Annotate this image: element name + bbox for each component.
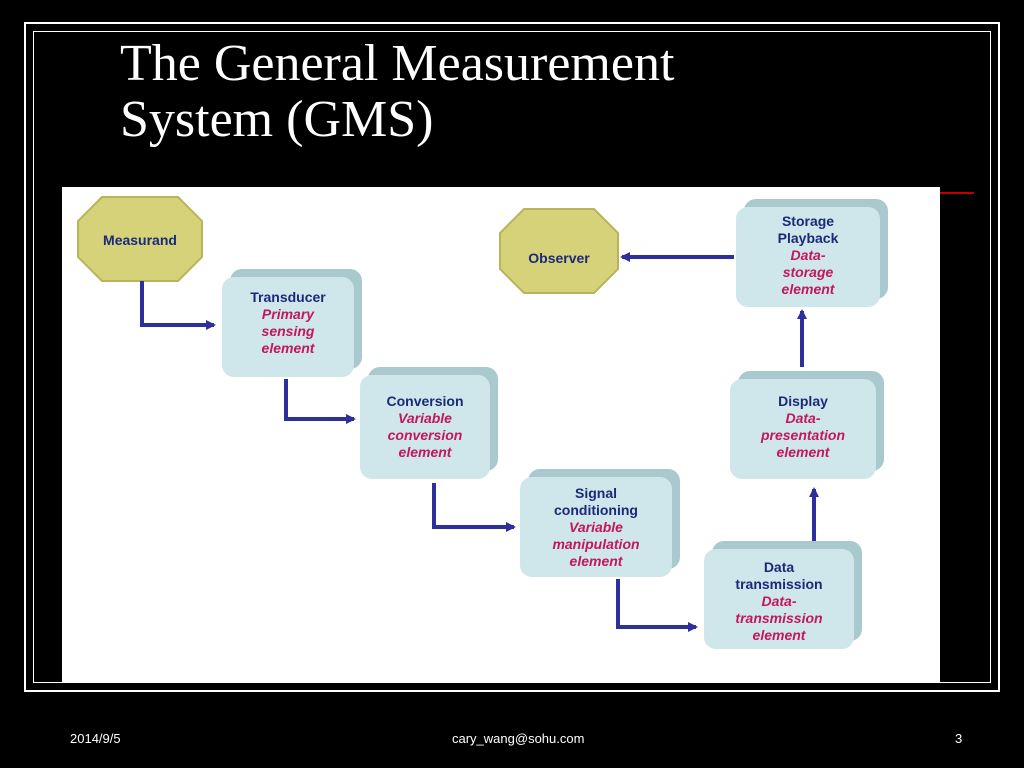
signal-line-1: Variable <box>569 519 623 535</box>
measurand-octagon <box>77 196 203 282</box>
transmission-line-3: element <box>752 627 806 643</box>
signal-line-3: element <box>569 553 623 569</box>
storage-playback-box: Storage Playback Data- storage element <box>736 207 880 307</box>
arrow-measurand-transducer <box>140 281 216 330</box>
transmission-heading-1: Data <box>763 559 795 575</box>
transducer-line-3: element <box>261 340 315 356</box>
arrow-conversion-signal <box>432 483 516 532</box>
signal-heading-1: Signal <box>574 485 617 501</box>
arrow-signal-transmission <box>616 579 698 632</box>
data-transmission-box: Data transmission Data- transmission ele… <box>704 549 854 649</box>
arrow-transducer-conversion <box>284 379 356 424</box>
storage-heading-2: Playback <box>777 230 839 246</box>
observer-label: Observer <box>528 250 590 266</box>
conversion-heading: Conversion <box>386 393 464 409</box>
transmission-line-1: Data- <box>761 593 797 609</box>
footer-email: cary_wang@sohu.com <box>452 731 585 746</box>
accent-line <box>940 192 974 194</box>
display-heading: Display <box>778 393 828 409</box>
signal-line-2: manipulation <box>552 536 640 552</box>
gms-diagram: Measurand Observer Transducer Primary se… <box>62 187 940 683</box>
transmission-heading-2: transmission <box>735 576 823 592</box>
footer-date: 2014/9/5 <box>70 731 121 746</box>
display-line-3: element <box>776 444 830 460</box>
slide-title: The General Measurement System (GMS) <box>120 36 940 148</box>
display-line-2: presentation <box>760 427 845 443</box>
title-line-2: System (GMS) <box>120 91 434 148</box>
transducer-heading: Transducer <box>250 289 326 305</box>
display-line-1: Data- <box>785 410 821 426</box>
measurand-label: Measurand <box>103 232 177 248</box>
transducer-line-1: Primary <box>261 306 315 322</box>
signal-conditioning-box: Signal conditioning Variable manipulatio… <box>520 477 672 577</box>
transducer-box: Transducer Primary sensing element <box>222 277 354 377</box>
footer-page-number: 3 <box>955 731 963 746</box>
conversion-line-2: conversion <box>387 427 463 443</box>
storage-line-1: Data- <box>790 247 826 263</box>
storage-line-3: element <box>781 281 835 297</box>
signal-heading-2: conditioning <box>554 502 638 518</box>
transmission-line-2: transmission <box>735 610 823 626</box>
slide-frame-outer <box>24 22 1000 692</box>
storage-heading-1: Storage <box>781 213 835 229</box>
conversion-line-3: element <box>398 444 452 460</box>
display-box: Display Data- presentation element <box>730 379 876 479</box>
diagram-connectors <box>77 196 819 632</box>
storage-line-2: storage <box>782 264 834 280</box>
title-line-1: The General Measurement <box>120 35 675 92</box>
observer-octagon <box>499 208 619 294</box>
transducer-line-2: sensing <box>261 323 315 339</box>
conversion-line-1: Variable <box>398 410 452 426</box>
conversion-box: Conversion Variable conversion element <box>360 375 490 479</box>
